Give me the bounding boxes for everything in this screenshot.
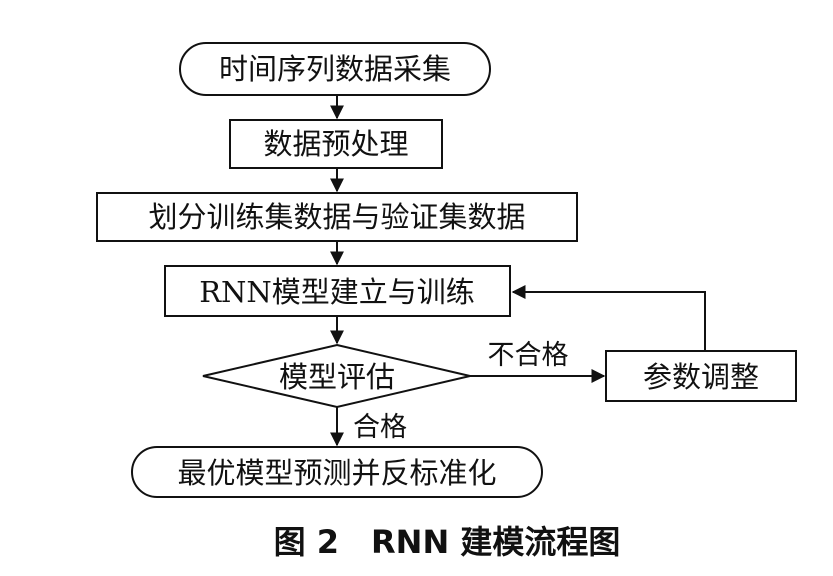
node-preprocess-label: 数据预处理 — [263, 127, 408, 161]
node-split-data-label: 划分训练集数据与验证集数据 — [148, 200, 525, 234]
node-data-collection-label: 时间序列数据采集 — [219, 52, 451, 86]
edge-label-fail: 不合格 — [488, 340, 569, 371]
node-evaluate-label: 模型评估 — [279, 360, 395, 394]
node-evaluate: 模型评估 — [202, 343, 471, 409]
node-final-predict: 最优模型预测并反标准化 — [131, 446, 543, 498]
node-rnn-build: RNN模型建立与训练 — [164, 265, 511, 317]
node-preprocess: 数据预处理 — [229, 119, 443, 169]
arrow-adjust-to-build — [511, 285, 706, 351]
node-split-data: 划分训练集数据与验证集数据 — [96, 192, 578, 242]
node-param-adjust: 参数调整 — [605, 350, 797, 402]
figure-caption: 图 2 RNN 建模流程图 — [274, 523, 621, 561]
node-final-predict-label: 最优模型预测并反标准化 — [177, 456, 496, 490]
edge-label-pass: 合格 — [353, 412, 407, 443]
node-rnn-build-label: RNN模型建立与训练 — [199, 275, 475, 309]
node-data-collection: 时间序列数据采集 — [179, 42, 491, 96]
node-param-adjust-label: 参数调整 — [643, 360, 759, 394]
